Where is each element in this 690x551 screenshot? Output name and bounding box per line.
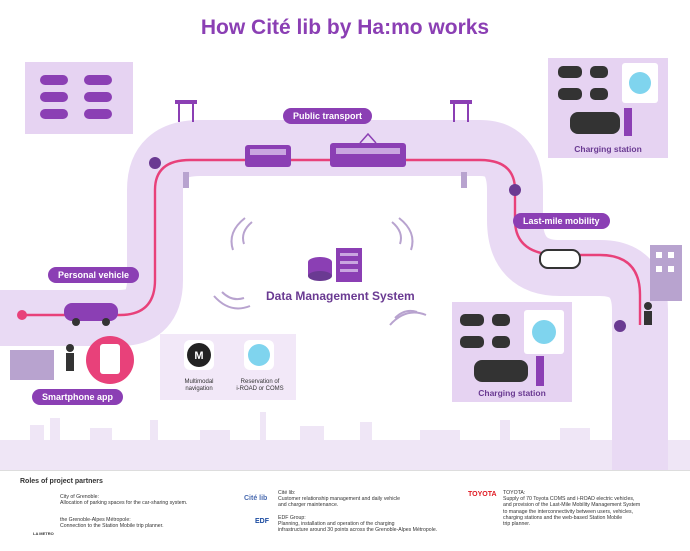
toyota-desc1: Supply of 70 Toyota COMS and i-ROAD elec… (503, 496, 635, 503)
edf-desc2: infrastructure around 30 points across t… (278, 527, 438, 534)
citelib-text: Cité lib: Customer relationship manageme… (278, 490, 400, 509)
app-card: M (160, 334, 296, 400)
data-management-label: Data Management System (266, 289, 415, 303)
car-icon (64, 303, 118, 326)
route-start-node (17, 310, 27, 320)
m-app-icon: M (184, 340, 214, 370)
car-icon (539, 249, 581, 269)
toyota-logo: TOYOTA (468, 491, 497, 498)
toyota-desc2: and provision of the Last-Mile Mobility … (503, 502, 641, 509)
public-transport-label: Public transport (283, 108, 373, 124)
metropole-desc: Connection to the Station Mobile trip pl… (60, 523, 164, 530)
bus-stop-icon (450, 100, 472, 122)
citelib-name: Cité lib: (278, 490, 296, 496)
database-icon (308, 248, 362, 282)
bus-icon (245, 145, 291, 167)
edf-desc1: Planning, installation and operation of … (278, 521, 395, 528)
route-line (22, 158, 642, 325)
hamo-app-icon (244, 340, 274, 370)
charging-station-label-top: Charging station (574, 144, 642, 154)
toyota-desc4: charging stations and the web-based Stat… (503, 514, 623, 521)
last-mile-label: Last-mile mobility (513, 213, 610, 229)
toyota-name: TOYOTA: (503, 490, 526, 496)
toyota-desc5: trip planner. (503, 521, 531, 528)
bus-stop-icon (175, 100, 197, 122)
reservation-line2: i-ROAD or COMS (236, 386, 284, 392)
wifi-icon (213, 217, 427, 326)
multimodal-label: Multimodal navigation (184, 379, 214, 392)
toyota-text: TOYOTA: Supply of 70 Toyota COMS and i-R… (503, 490, 640, 527)
grenoble-name: City of Grenoble: (60, 494, 99, 500)
person-icon (644, 302, 652, 325)
citelib-desc2: and charger maintenance. (278, 502, 339, 509)
parking-card (25, 62, 133, 134)
personal-vehicle-label: Personal vehicle (48, 267, 140, 283)
pole-icon (461, 172, 467, 188)
smartphone-app-label: Smartphone app (32, 389, 124, 405)
route-node (509, 184, 521, 196)
edf-text: EDF Group: Planning, installation and op… (278, 515, 437, 534)
building-icon (650, 245, 682, 301)
charging-card-top (548, 58, 668, 158)
edf-logo: EDF (255, 518, 269, 525)
citelib-desc1: Customer relationship management and dai… (278, 496, 400, 503)
reservation-label: Reservation of i-ROAD or COMS (232, 379, 288, 393)
city-skyline (0, 412, 690, 470)
person-icon (66, 344, 74, 371)
tram-icon (330, 132, 406, 167)
grenoble-desc: Allocation of parking spaces for the car… (60, 500, 188, 507)
grenoble-text: City of Grenoble: Allocation of parking … (60, 494, 187, 506)
svg-text:M: M (194, 350, 203, 362)
partners-heading: Roles of project partners (20, 478, 103, 485)
charging-station-label-bottom: Charging station (478, 388, 546, 398)
building-icon (10, 350, 54, 380)
pole-icon (183, 172, 189, 188)
page-title: How Cité lib by Ha:mo works (200, 16, 490, 39)
toyota-desc3: to manage the interconnectivity between … (503, 508, 634, 515)
citelib-logo: Cité lib (244, 495, 268, 502)
metropole-text: the Grenoble-Alpes Métropole: Connection… (60, 517, 164, 529)
charging-card-bottom (452, 302, 572, 402)
partners-footer (0, 470, 690, 551)
phone-icon (86, 336, 134, 384)
metropole-name: the Grenoble-Alpes Métropole: (60, 517, 131, 523)
metro-logo: LA METRO (33, 531, 54, 536)
route-node (149, 157, 161, 169)
reservation-line1: Reservation of (240, 379, 280, 385)
route-node (614, 320, 626, 332)
edf-name: EDF Group: (278, 515, 306, 521)
